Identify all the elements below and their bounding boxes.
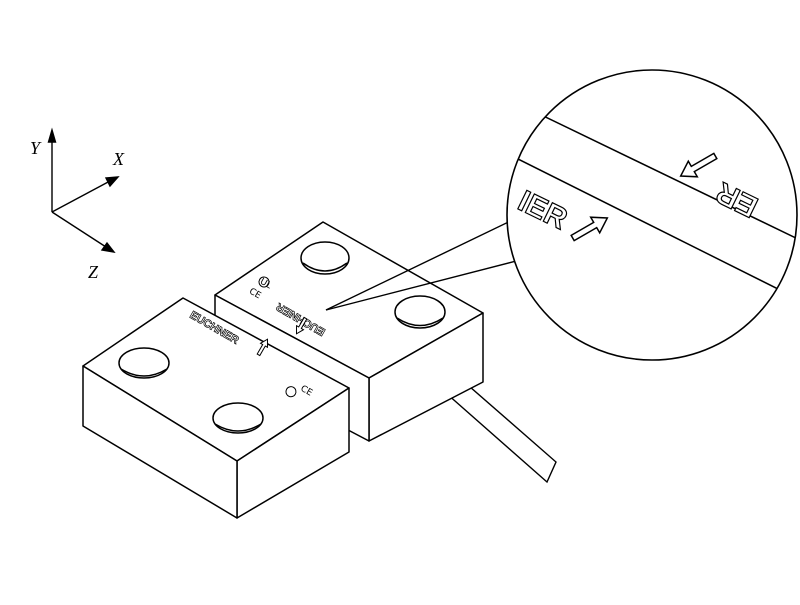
read-head-hole-back: [300, 241, 350, 275]
actuator-hole-front: [212, 402, 264, 434]
read-head-hole-front: [394, 295, 446, 329]
actuator-front-face: [82, 365, 238, 519]
actuator-hole-back: [118, 347, 170, 379]
callout-leader: [325, 214, 525, 311]
read-head-arrow-icon: [295, 316, 308, 335]
zoom-detail: IER ER: [506, 69, 798, 361]
ul-certification-icon: [258, 276, 270, 288]
actuator-ul-icon: [285, 386, 297, 398]
z-axis-label: Z: [88, 262, 99, 282]
coordinate-axes: [47, 127, 120, 253]
zoom-arrow-down-icon: [679, 152, 718, 178]
y-axis-arrow-icon: [47, 127, 57, 143]
zoom-arrow-up-icon: [570, 216, 609, 242]
zoom-circle: [506, 69, 798, 361]
x-axis-line: [51, 180, 111, 213]
x-axis-arrow-icon: [104, 176, 120, 188]
zoom-edge-top: [507, 94, 797, 241]
z-axis-line: [51, 211, 107, 248]
actuator-arrow-icon: [256, 338, 269, 357]
actuator-box: [82, 297, 350, 519]
zoom-edge-bottom: [507, 149, 797, 301]
z-axis-arrow-icon: [100, 241, 116, 253]
x-axis-label: X: [112, 149, 125, 169]
y-axis-label: Y: [30, 138, 42, 158]
